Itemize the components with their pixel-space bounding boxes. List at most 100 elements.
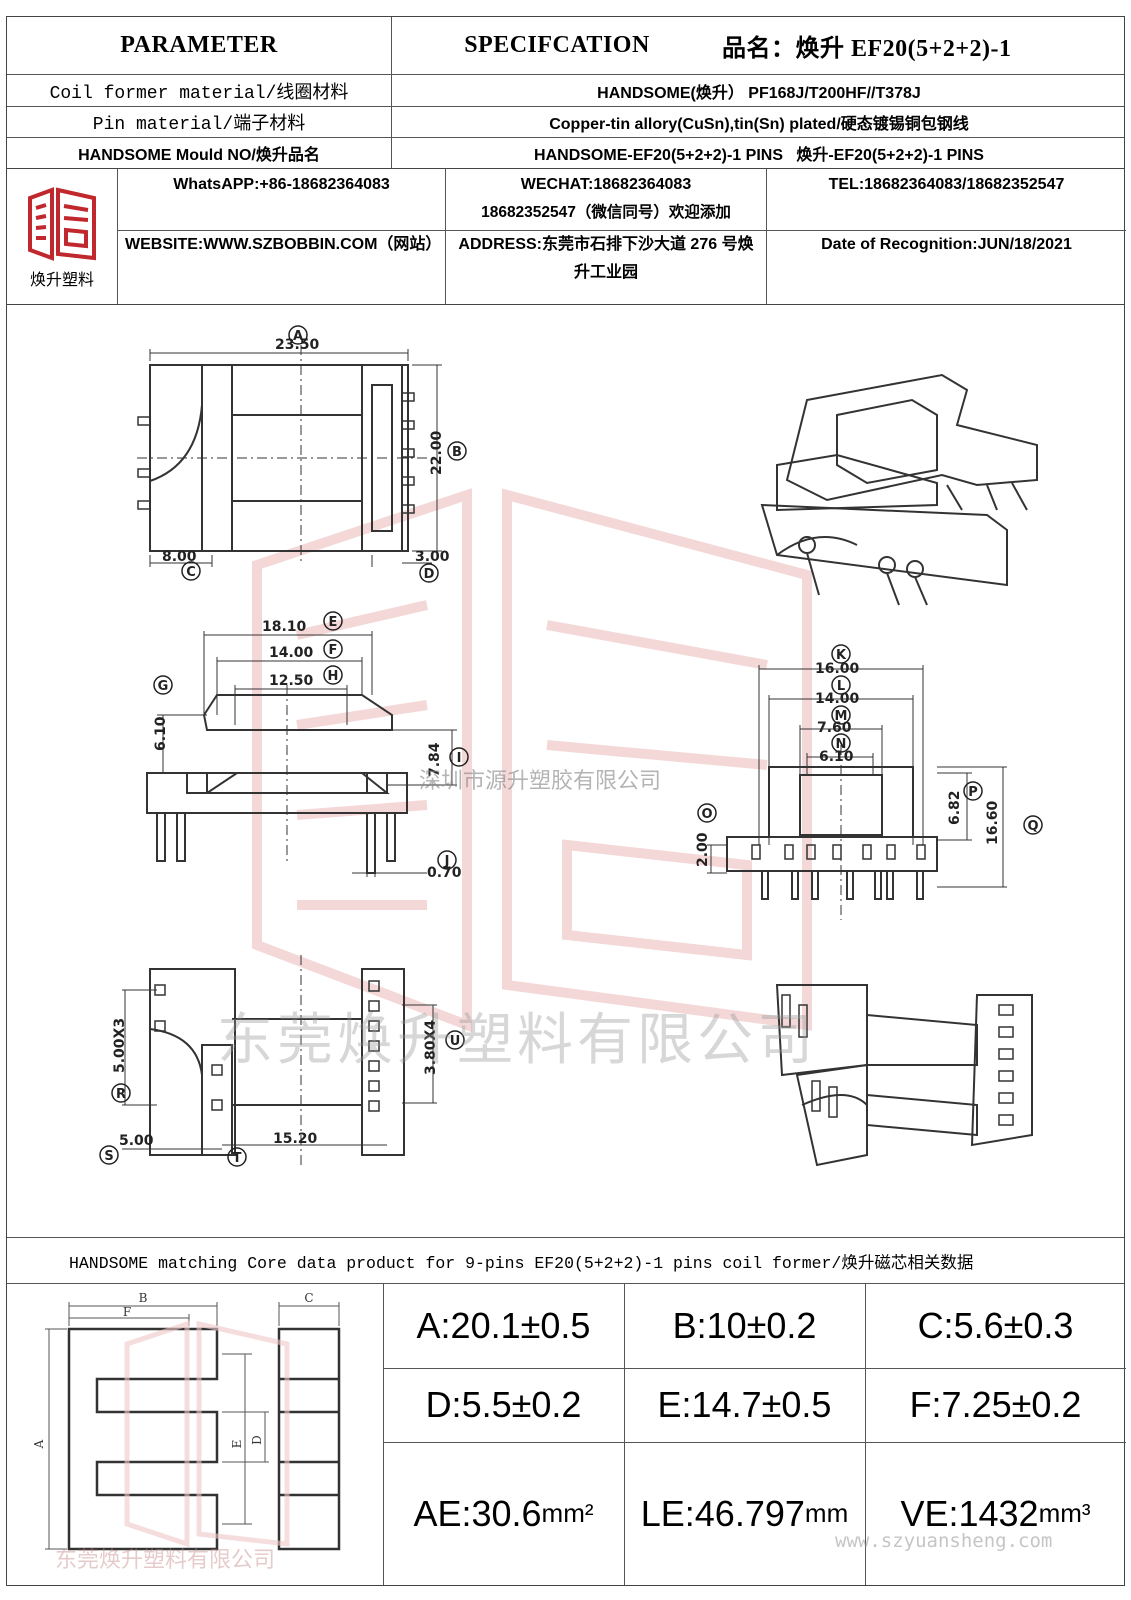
marker-e: E	[323, 611, 343, 631]
wechat-2: 18682352547（微信同号）欢迎添加	[481, 204, 731, 221]
marker-l: L	[831, 675, 851, 695]
param-label: Pin material/端子材料	[92, 115, 306, 135]
core-value-a: A:20.1±0.5	[416, 1305, 591, 1346]
svg-text:A: A	[293, 329, 303, 344]
param-row: Pin material/端子材料 Copper-tin allory(CuSn…	[7, 107, 1124, 138]
marker-b: B	[447, 441, 467, 461]
core-value-f: F:7.25±0.2	[909, 1384, 1082, 1425]
svg-text:S: S	[104, 1149, 113, 1164]
marker-m: M	[831, 705, 851, 725]
core-value-d: D:5.5±0.2	[425, 1384, 582, 1425]
product-name: 品名：焕升 EF20(5+2+2)-1	[722, 36, 1012, 62]
core-label-e: E	[230, 1440, 244, 1449]
marker-t: T	[227, 1147, 247, 1167]
svg-text:F: F	[329, 643, 338, 658]
dim-a: 23.50	[275, 337, 320, 353]
dim-u: 3.80X4	[423, 1020, 439, 1075]
core-label-a: A	[32, 1439, 46, 1449]
logo-text: 焕升塑料	[29, 269, 94, 289]
dim-r: 5.00X3	[112, 1018, 128, 1073]
dim-l: 14.00	[815, 691, 860, 707]
core-value-e: E:14.7±0.5	[657, 1384, 832, 1425]
whatsapp: WhatsAPP:+86-18682364083	[173, 176, 390, 193]
svg-text:L: L	[837, 679, 845, 694]
marker-j: J	[437, 850, 457, 870]
svg-text:N: N	[836, 737, 847, 752]
dim-g: 6.10	[153, 716, 169, 751]
dim-b: 22.00	[429, 430, 445, 475]
svg-text:P: P	[968, 785, 978, 800]
dim-j: 0.70	[427, 865, 462, 881]
svg-text:I: I	[457, 751, 462, 766]
svg-text:B: B	[452, 445, 462, 460]
technical-drawing: 23.50 22.00 8.00 3.00 18.10 14.00 12.50 …	[7, 305, 1124, 1238]
param-row: Coil former material/线圈材料 HANDSOME(焕升） P…	[7, 75, 1124, 107]
svg-text:C: C	[186, 565, 196, 580]
svg-text:G: G	[158, 679, 169, 694]
marker-f: F	[323, 639, 343, 659]
core-value-c: C:5.6±0.3	[917, 1305, 1074, 1346]
marker-c: C	[181, 561, 201, 581]
svg-text:M: M	[835, 709, 848, 724]
dim-i: 7.84	[427, 742, 443, 777]
svg-text:D: D	[424, 567, 435, 582]
header-row: PARAMETER SPECIFCATION 品名：焕升 EF20(5+2+2)…	[7, 17, 1124, 75]
svg-text:H: H	[328, 669, 339, 684]
spec-sheet: PARAMETER SPECIFCATION 品名：焕升 EF20(5+2+2)…	[6, 16, 1126, 1586]
svg-text:O: O	[701, 807, 712, 822]
dim-e: 18.10	[262, 619, 307, 635]
marker-u: U	[445, 1030, 465, 1050]
marker-p: P	[963, 781, 983, 801]
marker-r: R	[111, 1083, 131, 1103]
telephone: TEL:18682364083/18682352547	[828, 176, 1065, 193]
dimension-labels: 23.50 22.00 8.00 3.00 18.10 14.00 12.50 …	[112, 337, 1001, 1149]
marker-n: N	[831, 733, 851, 753]
marker-g: G	[153, 675, 173, 695]
dimension-markers: A B C D E F G H I J K L M N O P Q R S T	[99, 325, 1043, 1167]
param-label: Coil former material/线圈材料	[49, 83, 349, 104]
dim-s: 5.00	[119, 1133, 154, 1149]
svg-text:K: K	[836, 648, 847, 663]
logo: 焕升塑料	[7, 169, 117, 304]
website: WEBSITE:WWW.SZBOBBIN.COM（网站）	[125, 236, 442, 253]
core-diagram: B F C A E D	[32, 1291, 341, 1551]
core-label-c: C	[304, 1291, 313, 1305]
core-data-title: HANDSOME matching Core data product for …	[7, 1238, 1124, 1284]
core-data-table: A:20.1±0.5 B:10±0.2 C:5.6±0.3 D:5.5±0.2 …	[383, 1284, 1126, 1585]
core-data-area: B F C A E D 东莞焕升塑料有限公司 A:20.1±0.5 B:10±0…	[7, 1284, 1126, 1585]
logo-mark-icon	[28, 186, 96, 261]
svg-text:U: U	[450, 1034, 461, 1049]
parameter-heading: PARAMETER	[120, 32, 278, 58]
watermark-text: 东莞焕升塑料有限公司	[217, 1008, 817, 1073]
marker-h: H	[323, 665, 343, 685]
marker-s: S	[99, 1145, 119, 1165]
core-label-d: D	[250, 1435, 264, 1445]
wechat-1: WECHAT:18682364083	[520, 176, 692, 193]
recognition-date: Date of Recognition:JUN/18/2021	[821, 236, 1072, 253]
dim-k: 16.00	[815, 661, 860, 677]
drawing-svg: 23.50 22.00 8.00 3.00 18.10 14.00 12.50 …	[99, 325, 1043, 1167]
svg-text:J: J	[444, 854, 450, 869]
company-block: 焕升塑料 WhatsAPP:+86-18682364083 WECHAT:186…	[7, 169, 1126, 305]
dim-c: 8.00	[162, 549, 197, 565]
svg-text:Q: Q	[1027, 819, 1038, 834]
param-label: HANDSOME Mould NO/焕升品名	[78, 147, 320, 164]
logo-watermark	[252, 488, 812, 1033]
marker-i: I	[449, 747, 469, 767]
dim-d: 3.00	[415, 549, 450, 565]
core-label-f: F	[123, 1305, 131, 1319]
marker-a: A	[288, 325, 308, 345]
marker-k: K	[831, 644, 851, 664]
svg-text:E: E	[329, 615, 338, 630]
param-row: HANDSOME Mould NO/焕升品名 HANDSOME-EF20(5+2…	[7, 138, 1124, 169]
address: ADDRESS:东莞市石排下沙大道 276 号焕升工业园	[458, 236, 754, 281]
dim-f: 14.00	[269, 645, 314, 661]
svg-text:T: T	[233, 1151, 242, 1166]
dim-q: 16.60	[985, 800, 1001, 845]
marker-o: O	[697, 803, 717, 823]
core-watermark: 东莞焕升塑料有限公司	[55, 1548, 276, 1573]
core-label-b: B	[139, 1291, 148, 1305]
